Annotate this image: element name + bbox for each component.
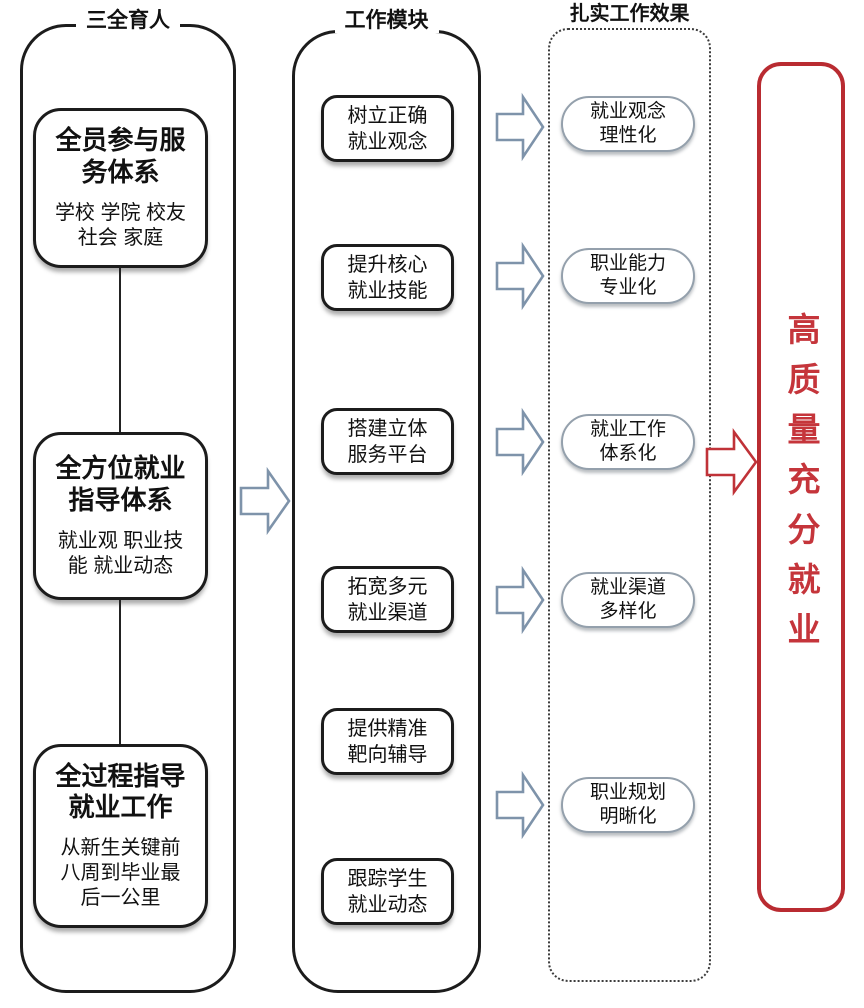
module-box: 跟踪学生 就业动态 — [321, 858, 454, 925]
module-box: 搭建立体 服务平台 — [321, 408, 454, 475]
column-header-sanquan: 三全育人 — [20, 8, 236, 34]
effect-pill: 职业能力 专业化 — [561, 248, 695, 304]
flow-arrow-icon — [495, 241, 545, 311]
box-title: 全方位就业 指导体系 — [55, 453, 186, 515]
panel-work-effects — [548, 28, 711, 982]
panel-work-modules — [292, 30, 481, 993]
flow-arrow-icon — [495, 565, 545, 635]
module-box: 树立正确 就业观念 — [321, 95, 454, 162]
box-title: 全员参与服 务体系 — [55, 125, 186, 187]
column-header-modules: 工作模块 — [292, 8, 481, 34]
effect-pill: 就业工作 体系化 — [561, 414, 695, 470]
effect-pill: 就业渠道 多样化 — [561, 572, 695, 628]
flow-arrow-icon — [705, 428, 758, 496]
box-title: 全过程指导 就业工作 — [55, 760, 186, 822]
column-header-label: 扎实工作效果 — [559, 2, 700, 26]
flow-arrow-icon — [495, 407, 545, 477]
column-header-label: 三全育人 — [76, 8, 180, 34]
goal-box-high-quality-employment: 高质量充分就业 — [757, 62, 845, 912]
flow-arrow-icon — [239, 466, 291, 536]
system-box-full-participation: 全员参与服 务体系 学校 学院 校友 社会 家庭 — [33, 108, 208, 268]
box-subtitle: 学校 学院 校友 社会 家庭 — [54, 201, 187, 249]
box-subtitle: 从新生关键前 八周到毕业最 后一公里 — [60, 837, 181, 910]
system-box-whole-process: 全过程指导 就业工作 从新生关键前 八周到毕业最 后一公里 — [33, 744, 208, 928]
connector-line — [119, 600, 121, 744]
box-subtitle: 就业观 职业技 能 就业动态 — [57, 529, 184, 577]
column-header-label: 工作模块 — [334, 8, 439, 34]
effect-pill: 职业规划 明晰化 — [561, 777, 695, 833]
connector-line — [119, 268, 121, 432]
goal-label: 高质量充分就业 — [783, 312, 820, 662]
system-box-all-round-guidance: 全方位就业 指导体系 就业观 职业技 能 就业动态 — [33, 432, 208, 600]
column-header-effects: 扎实工作效果 — [548, 2, 711, 26]
module-box: 拓宽多元 就业渠道 — [321, 566, 454, 633]
flow-arrow-icon — [495, 92, 545, 162]
flow-arrow-icon — [495, 770, 545, 840]
module-box: 提升核心 就业技能 — [321, 244, 454, 311]
effect-pill: 就业观念 理性化 — [561, 96, 695, 152]
module-box: 提供精准 靶向辅导 — [321, 708, 454, 775]
